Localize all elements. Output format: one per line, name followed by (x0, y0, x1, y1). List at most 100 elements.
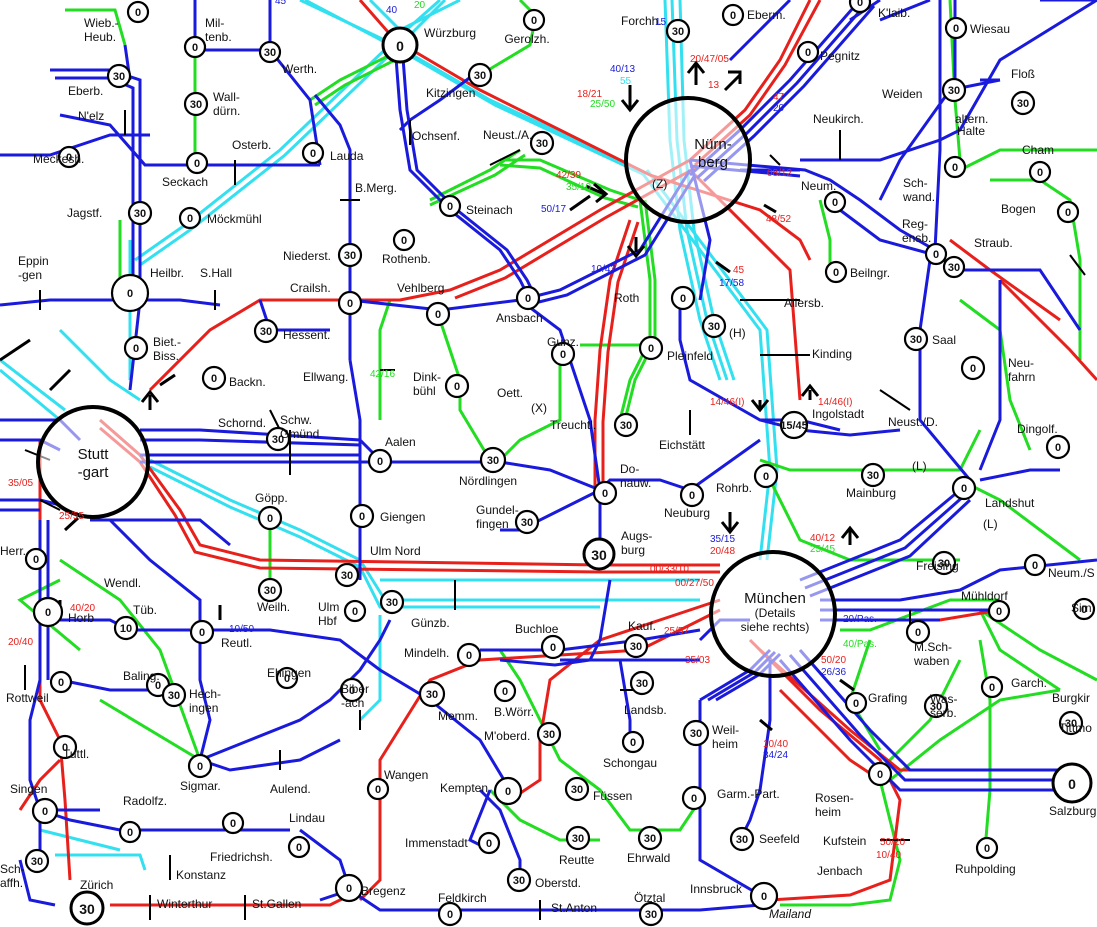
station-circle-hessent (253, 318, 279, 344)
station-minute-ehingen: 0 (284, 673, 290, 685)
station-label-friedrichsh: Friedrichsh. (210, 850, 273, 864)
station-circle-reutl (189, 619, 215, 645)
station-circle-ulmnord (334, 562, 360, 588)
station-minute-flossx: 30 (1017, 98, 1029, 110)
station-circle-mschwaben (905, 619, 931, 645)
hub-label-stuttgart-0: Stutt (78, 446, 110, 463)
station-minute-wallduern: 30 (190, 99, 202, 111)
station-label-klaib: K'laib. (878, 6, 910, 20)
station-label-dinkbuehl: Dink- (413, 370, 441, 384)
station-label-feldkirch: Feldkirch (438, 891, 487, 905)
station-label-neumS: Neum./S (1048, 566, 1095, 580)
station-circle-pleinfeld (638, 335, 664, 361)
station-circle-pfeil (701, 313, 727, 339)
station-label2-bietbiss: Biss. (153, 349, 179, 363)
minute-label-m32: 50/20 (821, 655, 846, 666)
station-label-lindau: Lindau (289, 811, 325, 825)
station-label-augsburg: Augs- (621, 529, 652, 543)
station-label-rothenb: Rothenb. (382, 252, 431, 266)
station-label-tuttl: Tuttl. (63, 747, 89, 761)
station-minute-giengen: 0 (359, 511, 365, 523)
station-circle-kitzingen (467, 62, 493, 88)
station-minute-guenzb: 30 (386, 597, 398, 609)
minute-label-m17: 45 (733, 265, 745, 276)
station-minute-meckesh: 0 (66, 152, 72, 164)
station-label-freising: Freising (916, 559, 959, 573)
station-circle-miltenb (183, 35, 207, 59)
station-minute-moeckmuehl: 0 (187, 213, 193, 225)
station-label-radolfz: Radolfz. (123, 794, 167, 808)
station-circle-cham (1028, 160, 1052, 184)
station-minute-baling: 0 (155, 680, 161, 692)
station-circle-garch (980, 675, 1004, 699)
station-minute-eberm: 0 (730, 10, 736, 22)
station-circle-neufahrn (960, 355, 986, 381)
minute-label-m3: 20 (414, 0, 426, 11)
station-label-biberach: Biber (341, 682, 369, 696)
station-circle-noerdlingen (479, 446, 507, 474)
station-label-schaffh: Sch- (0, 862, 25, 876)
station-label-ansbach: Ansbach (496, 311, 543, 325)
station-circle-bogen (1056, 200, 1080, 224)
black-arrows (0, 60, 860, 732)
minute-label-m1: 45 (275, 0, 287, 7)
station-circle-steinach (438, 194, 462, 218)
station-circle-goepp (257, 505, 283, 531)
station-minute-herr: 0 (33, 554, 39, 566)
station-circle-tueb (113, 615, 139, 641)
station-circle-regensb (924, 242, 948, 266)
station-circle-ehingen (275, 666, 299, 690)
station-label2-miltenb: tenb. (205, 30, 232, 44)
station-label-singen: Singen (10, 782, 47, 796)
station-minute-neum: 0 (832, 197, 838, 209)
station-circle-schwand (943, 155, 967, 179)
minute-label-m5: 20/47/05 (690, 54, 729, 65)
station-minute-oetztal: 30 (645, 909, 657, 921)
station-circle-vehlberg (425, 301, 451, 327)
station-circle-dingolf (1045, 434, 1071, 460)
station-minute-straub: 30 (948, 262, 960, 274)
station-label-ehingen: Ehingen (267, 666, 311, 680)
station-minute-wuerzburg: 0 (396, 38, 404, 54)
station-circle-gunz (550, 341, 576, 367)
station-circle-buchloe (540, 634, 566, 660)
station-minute-roth: 0 (680, 293, 686, 305)
station-circle-wuerzburg (381, 26, 419, 64)
station-circle-moberd (536, 721, 562, 747)
station-label-cham: Cham (1022, 143, 1054, 157)
minute-label-m30: 25/57 (664, 626, 689, 637)
station-circle-hechingen (161, 682, 187, 708)
station-minute-heilbr: 0 (127, 288, 133, 300)
station-label-saal: Saal (932, 333, 956, 347)
station-label-wangen: Wangen (384, 768, 428, 782)
station-minute-niederst: 30 (344, 250, 356, 262)
station-minute-kempten: 0 (505, 786, 511, 798)
station-minute-miltenb: 0 (192, 42, 198, 54)
station-minute-lauda: 0 (310, 148, 316, 160)
station-label-wiesau: Wiesau (970, 22, 1010, 36)
station-label-seefeld: Seefeld (759, 832, 800, 846)
station-label-weilh: Weilh. (257, 600, 290, 614)
station-label-jagstf: Jagstf. (67, 206, 102, 220)
station-circle-mainburg (860, 462, 886, 488)
station-minute-bwoerr: 0 (502, 686, 508, 698)
station-label-stanton: St.Anton (551, 901, 597, 915)
minute-label-m40: 20/40 (8, 637, 33, 648)
station-label-mailand: Mailand (769, 907, 811, 921)
minute-label-m20: 08/12 (767, 168, 792, 179)
station-minute-memm: 30 (426, 689, 438, 701)
hub-label-muenchen-1: (Details (755, 606, 796, 620)
station-label2-rosenheim: heim (815, 805, 841, 819)
station-label-goepp: Göpp. (255, 491, 288, 505)
minute-label-m6: 40/13 (610, 64, 635, 75)
station-label-reutte: Reutte (559, 853, 595, 867)
station-label2-donauw: nauw. (620, 476, 651, 490)
station-minute-friedrichsh: 0 (230, 818, 236, 830)
station-label-werth: Werth. (282, 62, 317, 76)
station-minute-hessent: 30 (260, 326, 272, 338)
station-minute-grafing: 0 (853, 698, 859, 710)
station-label-treuchtl: Treuchtl. (550, 418, 596, 432)
station-circle-kempten (493, 776, 523, 806)
station-label-schongau: Schongau (603, 756, 657, 770)
